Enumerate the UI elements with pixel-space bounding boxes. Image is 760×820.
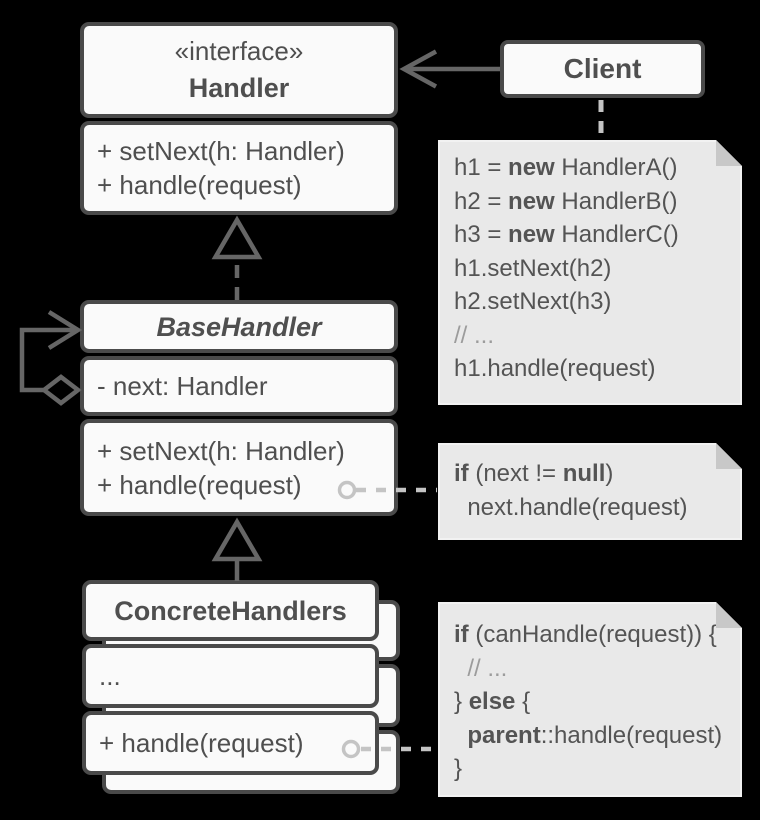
method-label: + setNext(h: Handler) (97, 435, 345, 466)
method-label: + handle(request) (99, 728, 304, 758)
stereotype-label: «interface» (174, 36, 304, 66)
class-base-handler: BaseHandler - next: Handler + setNext(h:… (80, 300, 398, 516)
class-name: Client (563, 53, 642, 84)
class-name: ConcreteHandlers (114, 595, 347, 626)
code-line: // ... (454, 654, 508, 682)
class-concrete-handlers: ConcreteHandlers ... + handle(request) (82, 580, 379, 775)
code-line: next.handle(request) (454, 493, 688, 521)
class-concrete-handlers-methods: + handle(request) (82, 711, 379, 775)
class-name: Handler (188, 73, 290, 103)
code-block: h1 = new HandlerA() h2 = new HandlerB() h3… (440, 142, 740, 386)
class-concrete-handlers-title: ConcreteHandlers (82, 580, 379, 641)
code-block: if (next != null) next.handle(request) (440, 445, 740, 524)
class-concrete-handlers-body: ... (82, 644, 379, 708)
class-client: Client (500, 40, 705, 98)
code-line: // ... (454, 321, 495, 349)
class-base-handler-methods: + setNext(h: Handler) + handle(request) (80, 419, 398, 516)
class-name: BaseHandler (156, 311, 322, 342)
code-line: } else { (454, 688, 531, 715)
note-fold-icon (716, 140, 742, 166)
attribute-label: - next: Handler (97, 371, 268, 401)
class-handler: «interface» Handler + setNext(h: Handler… (80, 22, 398, 215)
method-label: + handle(request) (97, 170, 302, 200)
code-line: } (454, 755, 463, 782)
class-base-handler-title: BaseHandler (80, 300, 398, 353)
hollow-triangle-icon (211, 215, 263, 260)
note-fold-icon (716, 602, 742, 628)
code-line: if (canHandle(request)) { (454, 621, 717, 648)
open-arrowhead-icon (399, 49, 438, 89)
aggregation-diamond-icon (40, 374, 82, 406)
code-line: h1.setNext(h2) (454, 254, 612, 282)
code-line: h3 = new HandlerC() (454, 221, 679, 248)
class-base-handler-attributes: - next: Handler (80, 356, 398, 416)
code-line: parent::handle(request) (467, 721, 723, 749)
method-label: + setNext(h: Handler) (97, 136, 345, 166)
note-concrete-handle-code: if (canHandle(request)) { // ... } else {… (438, 602, 742, 797)
hollow-triangle-icon (211, 517, 263, 562)
note-fold-icon (716, 443, 742, 469)
open-arrowhead-icon (47, 310, 83, 350)
ellipsis-label: ... (99, 661, 121, 691)
self-association-line (19, 327, 76, 393)
class-handler-title: «interface» Handler (80, 22, 398, 118)
code-line: if (next != null) (454, 460, 614, 487)
code-line: h2 = new HandlerB() (454, 187, 678, 215)
note-base-handle-code: if (next != null) next.handle(request) (438, 443, 742, 540)
code-line: h2.setNext(h3) (454, 288, 612, 315)
code-block: if (canHandle(request)) { // ... } else {… (440, 604, 740, 786)
note-client-code: h1 = new HandlerA() h2 = new HandlerB() h3… (438, 140, 742, 405)
class-handler-methods: + setNext(h: Handler) + handle(request) (80, 121, 398, 215)
code-line: h1 = new HandlerA() (454, 154, 678, 181)
code-line: h1.handle(request) (454, 355, 656, 382)
method-label: + handle(request) (97, 469, 302, 500)
